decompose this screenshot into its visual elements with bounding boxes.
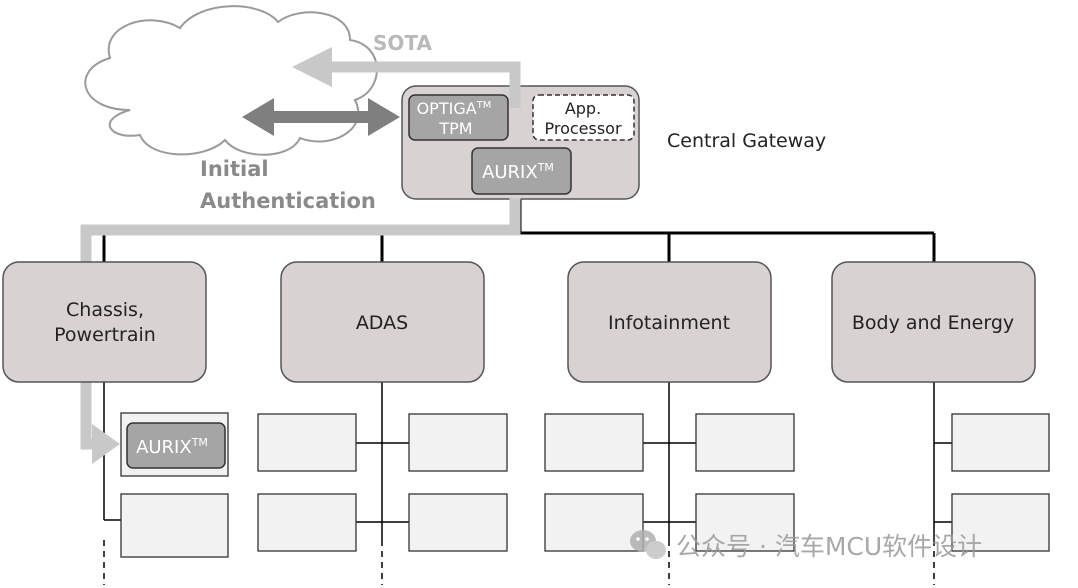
domain-box-chassis: [2, 261, 207, 383]
ecu-aurix-label: AURIXTM: [136, 436, 208, 458]
auth-arrow-left-head-icon: [242, 98, 274, 136]
domain-box-infotainment: [567, 261, 772, 383]
ecu-box-info-3: [544, 493, 644, 552]
sota-label: SOTA: [373, 31, 432, 55]
sub-network-lines: [103, 382, 952, 540]
gateway-aurix-label: AURIXTM: [482, 161, 554, 183]
ecu-box-info-1: [544, 413, 644, 472]
chassis-label-line1: Chassis,: [66, 299, 144, 321]
app-processor-label-line2: Processor: [544, 119, 621, 138]
ecu-box-adas-1: [257, 413, 357, 472]
sota-arrow-head-icon: [292, 47, 332, 87]
ecu-box-adas-3: [257, 493, 357, 552]
tpm-label: TPM: [438, 119, 472, 138]
ecu-arrow-head-icon: [92, 424, 120, 464]
central-gateway-title: Central Gateway: [667, 130, 826, 152]
auth-arrow-right-head-icon: [368, 98, 400, 136]
ecu-boxes: [120, 412, 1050, 558]
adas-label: ADAS: [356, 312, 408, 334]
ecu-box-body-1: [951, 413, 1050, 472]
app-processor-box: [532, 94, 635, 141]
watermark: 公众号 · 汽车MCU软件设计: [630, 530, 982, 561]
ecu-box-info-2: [695, 413, 795, 472]
optiga-tpm-chip: [408, 94, 509, 141]
chassis-label-line2: Powertrain: [54, 324, 156, 346]
ecu-aurix-chip: [126, 422, 226, 469]
domain-box-adas: [280, 261, 485, 383]
initial-auth-line1: Initial: [200, 157, 269, 181]
sub-network-continuation-lines: [103, 540, 935, 585]
initial-auth-line2: Authentication: [200, 189, 376, 213]
watermark-text: 公众号 · 汽车MCU软件设计: [676, 532, 982, 561]
gateway-aurix-chip: [471, 147, 572, 195]
ecu-box-adas-2: [408, 413, 508, 472]
ecu-box-info-4: [695, 493, 795, 552]
domain-box-body-energy: [831, 261, 1036, 383]
optiga-label: OPTIGATM: [417, 99, 492, 118]
cloud-shape: [84, 5, 378, 156]
wechat-icon: [630, 530, 666, 559]
infotainment-label: Infotainment: [608, 312, 730, 334]
sota-path: [80, 61, 521, 450]
ecu-box-body-2: [951, 493, 1050, 552]
ecu-box-adas-4: [408, 493, 508, 552]
body-energy-label: Body and Energy: [852, 312, 1014, 334]
app-processor-label-line1: App.: [565, 99, 601, 118]
ecu-box-chassis-2: [120, 493, 229, 558]
